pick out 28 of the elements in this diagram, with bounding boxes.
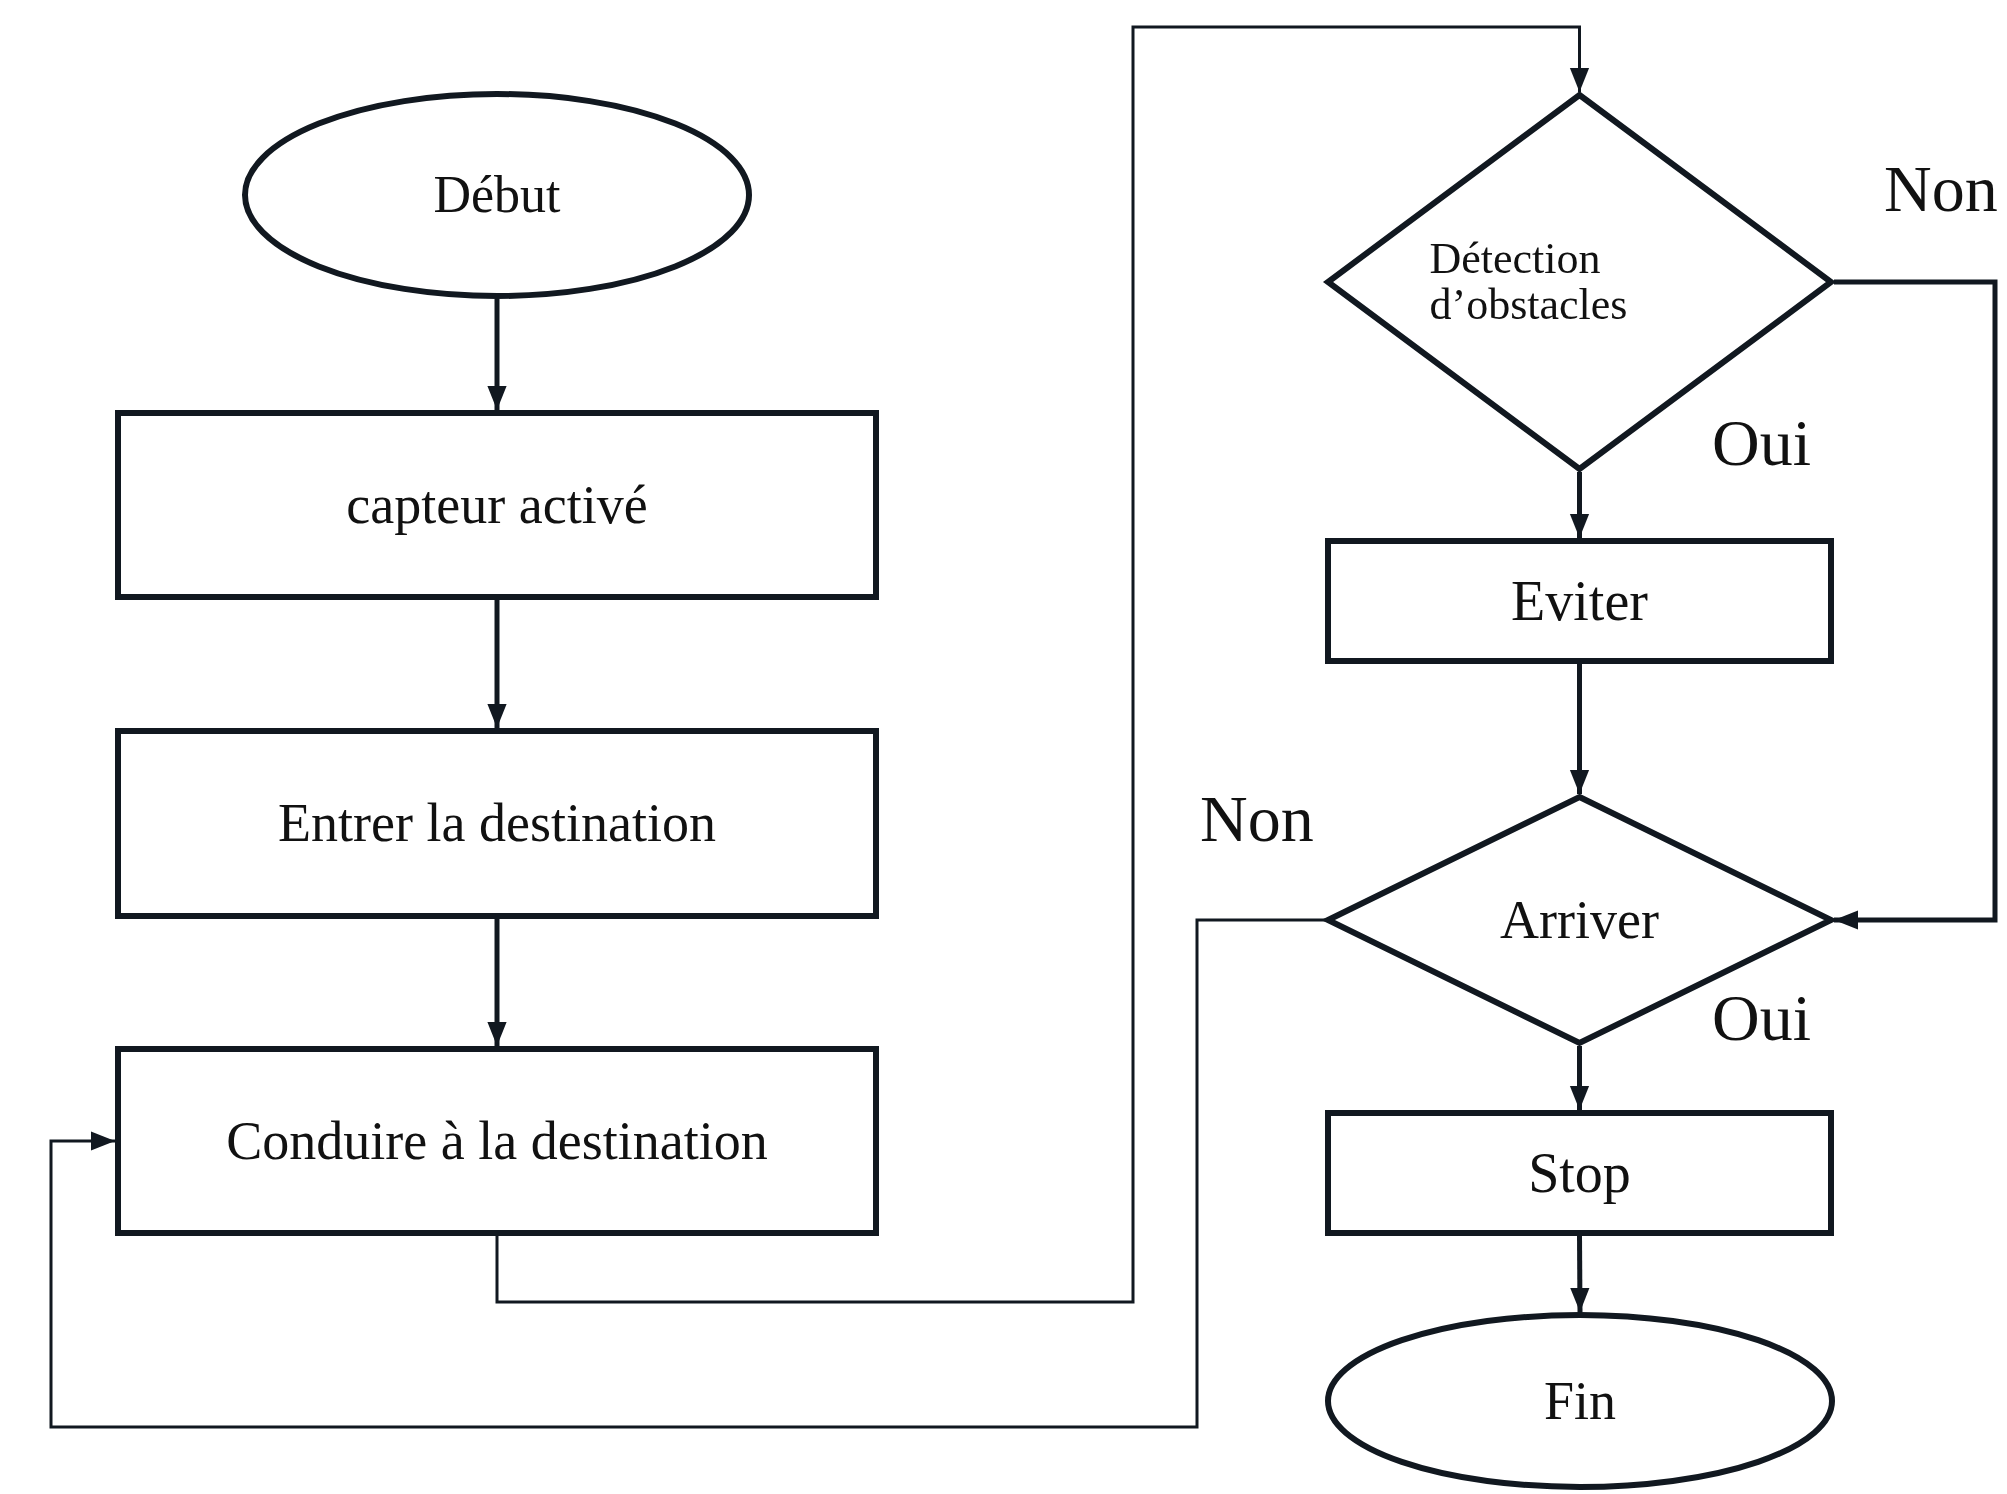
arrow <box>1834 279 1998 930</box>
node-label: Début <box>433 167 561 223</box>
node-label: Détection d’obstacles <box>1429 235 1629 329</box>
arrow <box>487 299 507 410</box>
process-box <box>1325 538 1834 664</box>
node-label: Arriver <box>1500 891 1659 949</box>
arrow <box>1569 664 1590 794</box>
arrow <box>1570 1236 1590 1312</box>
arrow <box>1569 472 1590 538</box>
process-box <box>115 728 879 919</box>
node-label: capteur activé <box>346 476 648 534</box>
arrow <box>487 919 507 1046</box>
terminal-ellipse <box>242 91 752 299</box>
node-label: Conduire à la destination <box>226 1112 768 1170</box>
node-label: Eviter <box>1511 571 1648 631</box>
arrow <box>1569 1046 1590 1110</box>
terminal-ellipse <box>1325 1312 1835 1490</box>
process-box <box>1325 1110 1834 1236</box>
node-label: Fin <box>1543 1372 1616 1430</box>
decision-diamond <box>1325 92 1834 472</box>
node-label: Stop <box>1528 1143 1631 1203</box>
arrow <box>487 600 507 728</box>
decision-diamond <box>1325 794 1834 1046</box>
arrow <box>49 918 1325 1429</box>
arrow <box>495 25 1590 1304</box>
process-box <box>115 1046 879 1236</box>
process-box <box>115 410 879 600</box>
node-label: Entrer la destination <box>278 795 716 852</box>
